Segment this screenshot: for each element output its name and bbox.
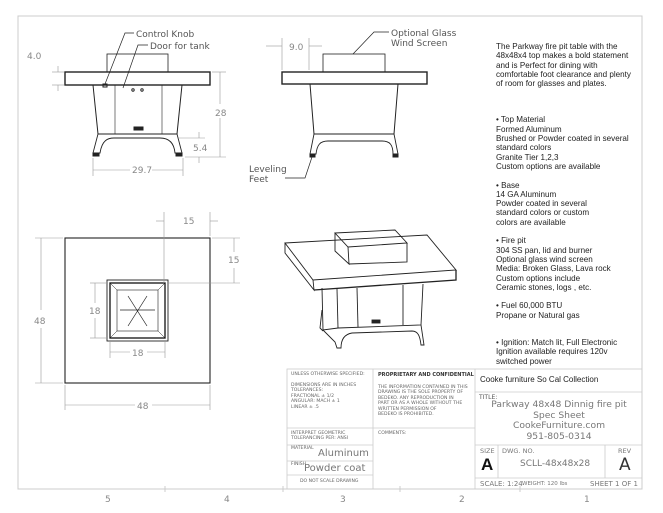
interpret-tolerancing: INTERPRET GEOMETRIC TOLERANCING PER: ANS… (291, 431, 349, 442)
website: CookeFurniture.com (512, 420, 606, 431)
front-view (64, 53, 211, 157)
description-intro: The Parkway fire pit table with the 48x4… (496, 42, 631, 89)
spec-fire-pit: • Fire pit 304 SS pan, lid and burner Op… (496, 236, 611, 292)
leveling-feet-callout-line1: Leveling (249, 165, 287, 175)
glass-screen-callout-line2: Wind Screen (391, 39, 447, 49)
scale: SCALE: 1:24 (480, 480, 523, 488)
spec-base: • Base 14 GA Aluminum Powder coated in s… (496, 180, 590, 227)
front-view-dimensions (52, 66, 226, 176)
side-view-leaders (285, 31, 389, 179)
dim-pit-depth: 18 (89, 307, 101, 317)
company-name: Cooke furniture So Cal Collection (480, 375, 599, 384)
size-label: SIZE (480, 447, 495, 455)
dim-offset-x: 15 (183, 217, 194, 227)
material-value: Aluminum (318, 448, 369, 459)
do-not-scale: DO NOT SCALE DRAWING (300, 479, 359, 484)
top-view-dimensions (35, 212, 240, 410)
proprietary-title: PROPRIETARY AND CONFIDENTIAL (378, 372, 474, 378)
dwg-no-value: SCLL-48x48x28 (520, 459, 591, 469)
product-description: The Parkway fire pit table with the 48x4… (496, 42, 642, 375)
zone-label: 4 (224, 495, 230, 505)
title-label: TITLE: (479, 394, 498, 401)
tolerances: DIMENSIONS ARE IN INCHES TOLERANCES: FRA… (291, 383, 357, 410)
finish-value: Powder coat (304, 463, 366, 474)
control-knob-callout: Control Knob (136, 30, 195, 40)
material-label: MATERIAL (291, 446, 314, 451)
burner-icon (120, 295, 155, 327)
spec-ignition: • Ignition: Match lit, Full Electronic I… (496, 338, 618, 366)
spec-top-material: • Top Material Formed Aluminum Brushed o… (496, 115, 629, 171)
side-view-dimensions (266, 38, 322, 70)
dim-screen-offset: 9.0 (289, 43, 304, 53)
phone-number: 951-805-0314 (526, 430, 592, 442)
spec-fuel: • Fuel 60,000 BTU Propane or Natural gas (496, 301, 580, 320)
dim-height: 28 (215, 109, 227, 119)
leveling-feet-callout-line2: Feet (249, 175, 269, 185)
weight: WEIGHT: 120 lbs (522, 481, 568, 487)
zone-label: 3 (340, 495, 346, 505)
front-view-leaders (104, 32, 148, 89)
comments-label: COMMENTS: (378, 431, 407, 436)
proprietary-text: THE INFORMATION CONTAINED IN THIS DRAWIN… (378, 385, 468, 418)
isometric-view (284, 229, 457, 349)
dim-offset-y: 15 (228, 256, 239, 266)
dim-clearance: 5.4 (193, 144, 208, 154)
sheet-number: SHEET 1 OF 1 (590, 480, 638, 488)
dim-top-thickness: 4.0 (27, 52, 42, 62)
dim-base-width: 29.7 (132, 166, 152, 176)
dwg-no-label: DWG. NO. (502, 447, 535, 455)
rev-label: REV (618, 447, 632, 455)
dim-width: 48 (137, 402, 149, 412)
size-value: A (481, 455, 494, 474)
drawing-subtitle: Spec Sheet (533, 409, 585, 421)
rev-value: A (619, 455, 631, 475)
title-block-grid (286, 368, 643, 490)
top-view (64, 237, 211, 384)
glass-screen-callout-line1: Optional Glass (391, 29, 457, 39)
zone-label: 5 (105, 495, 111, 505)
dim-depth: 48 (34, 317, 46, 327)
zone-label: 1 (584, 495, 590, 505)
dim-pit-width: 18 (132, 349, 144, 359)
side-view (281, 53, 428, 158)
door-for-tank-callout: Door for tank (150, 42, 210, 52)
drawing-title: Parkway 48x48 Dinnig fire pit (491, 399, 627, 410)
unless-specified: UNLESS OTHERWISE SPECIFIED: (291, 372, 365, 377)
finish-label: FINISH (291, 462, 307, 467)
zone-label: 2 (459, 495, 465, 505)
label-plate (133, 126, 144, 131)
